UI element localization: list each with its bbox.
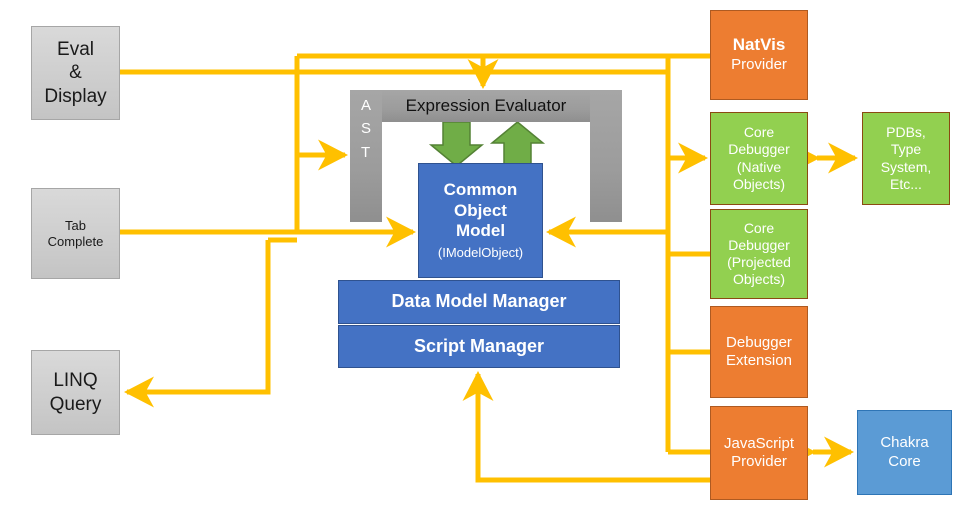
box-chakra-core[interactable]: Chakra Core <box>857 410 952 495</box>
box-script-manager[interactable]: Script Manager <box>338 325 620 368</box>
box-common-object-model[interactable]: Common Object Model (IModelObject) <box>418 163 543 278</box>
box-natvis-provider[interactable]: NatVis Provider <box>710 10 808 100</box>
green-down-arrow-icon <box>428 121 485 167</box>
green-arrow-layer <box>428 121 546 167</box>
green-up-arrow-icon <box>489 121 546 167</box>
box-tab-complete[interactable]: Tab Complete <box>31 188 120 279</box>
natvis-provider-subtitle: Provider <box>731 56 787 74</box>
box-javascript-provider[interactable]: JavaScript Provider <box>710 406 808 500</box>
expression-evaluator-header[interactable]: Expression Evaluator <box>350 90 622 122</box>
box-core-debugger-projected[interactable]: Core Debugger (Projected Objects) <box>710 209 808 299</box>
ast-leg[interactable]: A S T <box>350 90 382 222</box>
box-core-debugger-native[interactable]: Core Debugger (Native Objects) <box>710 112 808 205</box>
ast-label: A S T <box>360 97 371 161</box>
common-object-model-subtitle: (IModelObject) <box>437 245 524 261</box>
expression-evaluator-right-leg <box>590 90 622 222</box>
natvis-provider-title: NatVis <box>732 35 786 55</box>
box-data-model-manager[interactable]: Data Model Manager <box>338 280 620 324</box>
box-eval-display[interactable]: Eval & Display <box>31 26 120 120</box>
wire-to-script-manager <box>462 371 710 483</box>
expression-evaluator-label: Expression Evaluator <box>405 96 567 115</box>
box-debugger-extension[interactable]: Debugger Extension <box>710 306 808 398</box>
wire-to-linq-query <box>124 240 271 408</box>
common-object-model-title: Common Object Model <box>443 179 518 241</box>
box-linq-query[interactable]: LINQ Query <box>31 350 120 435</box>
box-pdbs-type-system[interactable]: PDBs, Type System, Etc... <box>862 112 950 205</box>
